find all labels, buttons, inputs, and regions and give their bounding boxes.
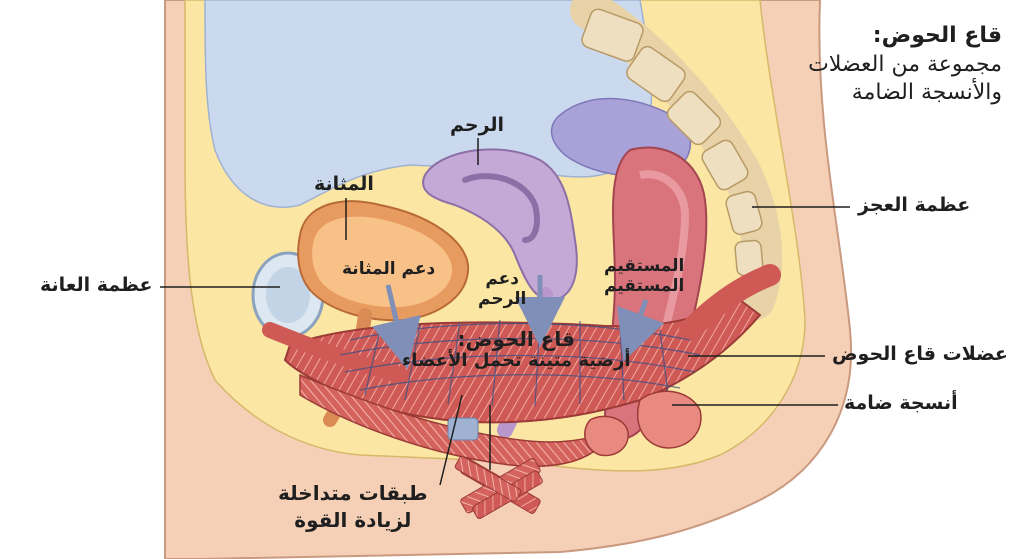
label-connective-tissue: أنسجة ضامة (844, 392, 958, 414)
label-uterus-support-line-1: دعم (485, 269, 520, 289)
diagram-title: قاع الحوض: مجموعة من العضلات والأنسجة ال… (808, 22, 1002, 108)
label-rectum-line-1: المستقيم (604, 256, 685, 276)
label-uterus-support-line-2: الرحم (478, 288, 527, 309)
label-bladder-support: دعم المثانة (342, 259, 436, 279)
rectum-support-arrow (617, 299, 665, 362)
interwoven-layers-icon (454, 456, 543, 519)
label-floor-desc: أرضية متينة تحمل الأعضاء (402, 350, 631, 371)
connective-tissue-knot (636, 390, 702, 449)
label-rectum: المستقيم المستقيم (604, 256, 685, 296)
label-pelvic-floor-muscles: عضلات قاع الحوض (832, 343, 1008, 365)
label-coccyx: عظمة العجز (858, 194, 971, 216)
label-layers: طبقات متداخلة لزيادة القوة (278, 480, 428, 534)
label-pubic-bone: عظمة العانة (40, 274, 153, 296)
label-layers-line-1: طبقات متداخلة (278, 481, 428, 505)
title-line-2: مجموعة من العضلات (808, 51, 1002, 77)
label-uterus: الرحم (450, 114, 505, 136)
title-line-1: قاع الحوض: (872, 23, 1002, 48)
coccyx-bone (570, 0, 783, 320)
label-uterus-support: دعم الرحم (478, 269, 527, 309)
leader-layers-1 (439, 394, 463, 486)
bladder-support-arrow (371, 284, 421, 370)
label-bladder: المثانة (314, 173, 374, 195)
label-rectum-line-2: المستقيم (604, 275, 685, 296)
label-layers-line-2: لزيادة القوة (294, 508, 412, 532)
label-pelvic-floor: قاع الحوض: أرضية متينة تحمل الأعضاء (402, 328, 631, 372)
title-line-3: والأنسجة الضامة (851, 80, 1002, 106)
label-floor-title: قاع الحوض: (457, 327, 575, 351)
